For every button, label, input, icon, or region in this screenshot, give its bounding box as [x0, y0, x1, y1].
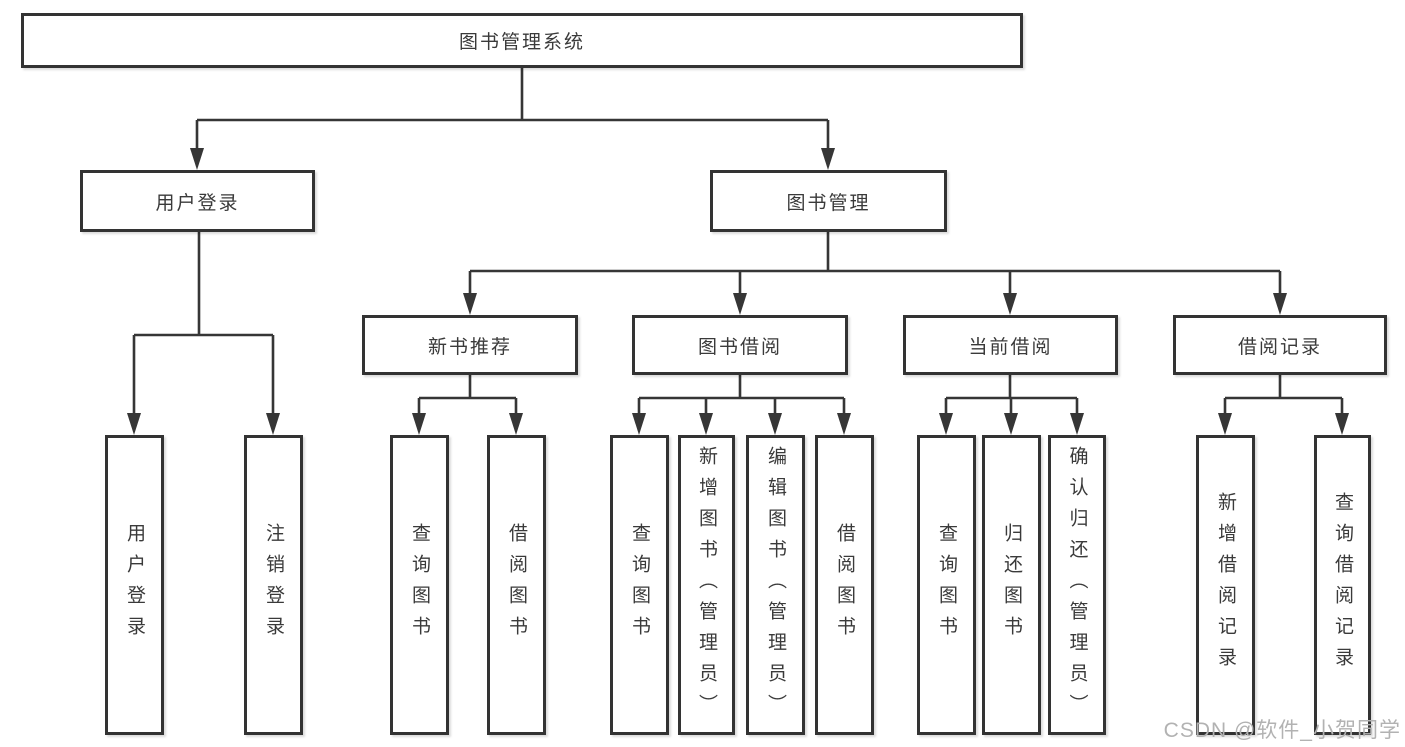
node-new-book-recommend: 新书推荐 [362, 315, 578, 375]
leaf-logout-label: 注销登录 [263, 523, 284, 647]
node-new-book-recommend-label: 新书推荐 [427, 336, 512, 358]
leaf-add-book-admin-label: 新增图书（管理员） [696, 445, 717, 725]
leaf-add-book-admin: 新增图书（管理员） [678, 435, 735, 735]
leaf-confirm-return-admin: 确认归还（管理员） [1048, 435, 1106, 735]
leaf-add-borrow-record-label: 新增借阅记录 [1215, 492, 1236, 678]
leaf-borrow-book-recommend: 借阅图书 [487, 435, 546, 735]
leaf-query-borrow-record: 查询借阅记录 [1314, 435, 1371, 735]
node-book-borrow: 图书借阅 [632, 315, 848, 375]
node-book-borrow-label: 图书借阅 [697, 336, 782, 358]
node-current-borrow: 当前借阅 [903, 315, 1118, 375]
node-borrow-record: 借阅记录 [1173, 315, 1387, 375]
leaf-query-book-recommend: 查询图书 [390, 435, 449, 735]
leaf-query-borrow-record-label: 查询借阅记录 [1332, 492, 1353, 678]
leaf-return-book-label: 归还图书 [1001, 523, 1022, 647]
leaf-edit-book-admin-label: 编辑图书（管理员） [765, 445, 786, 725]
leaf-borrow-book-recommend-label: 借阅图书 [506, 523, 527, 647]
leaf-return-book: 归还图书 [982, 435, 1041, 735]
leaf-logout: 注销登录 [244, 435, 303, 735]
node-book-management-label: 图书管理 [786, 192, 871, 214]
arrowheads [127, 148, 1349, 435]
node-current-borrow-label: 当前借阅 [968, 336, 1053, 358]
csdn-watermark: CSDN @软件_小贺同学 [1163, 719, 1401, 742]
node-book-management: 图书管理 [710, 170, 947, 232]
leaf-add-borrow-record: 新增借阅记录 [1196, 435, 1255, 735]
leaf-edit-book-admin: 编辑图书（管理员） [746, 435, 805, 735]
node-user-login-label: 用户登录 [155, 192, 240, 214]
leaf-borrow-book: 借阅图书 [815, 435, 874, 735]
leaf-confirm-return-admin-label: 确认归还（管理员） [1066, 445, 1088, 725]
leaf-query-book-borrow-label: 查询图书 [629, 523, 650, 647]
leaf-query-book-borrow: 查询图书 [610, 435, 669, 735]
leaf-query-book-recommend-label: 查询图书 [409, 523, 430, 647]
leaf-query-book-current: 查询图书 [917, 435, 976, 735]
leaf-query-book-current-label: 查询图书 [936, 523, 957, 647]
leaf-user-login-label: 用户登录 [124, 523, 145, 647]
leaf-user-login: 用户登录 [105, 435, 164, 735]
node-borrow-record-label: 借阅记录 [1237, 336, 1322, 358]
node-user-login: 用户登录 [80, 170, 315, 232]
node-root-label: 图书管理系统 [458, 32, 585, 53]
node-root: 图书管理系统 [21, 13, 1023, 68]
leaf-borrow-book-label: 借阅图书 [834, 523, 855, 647]
